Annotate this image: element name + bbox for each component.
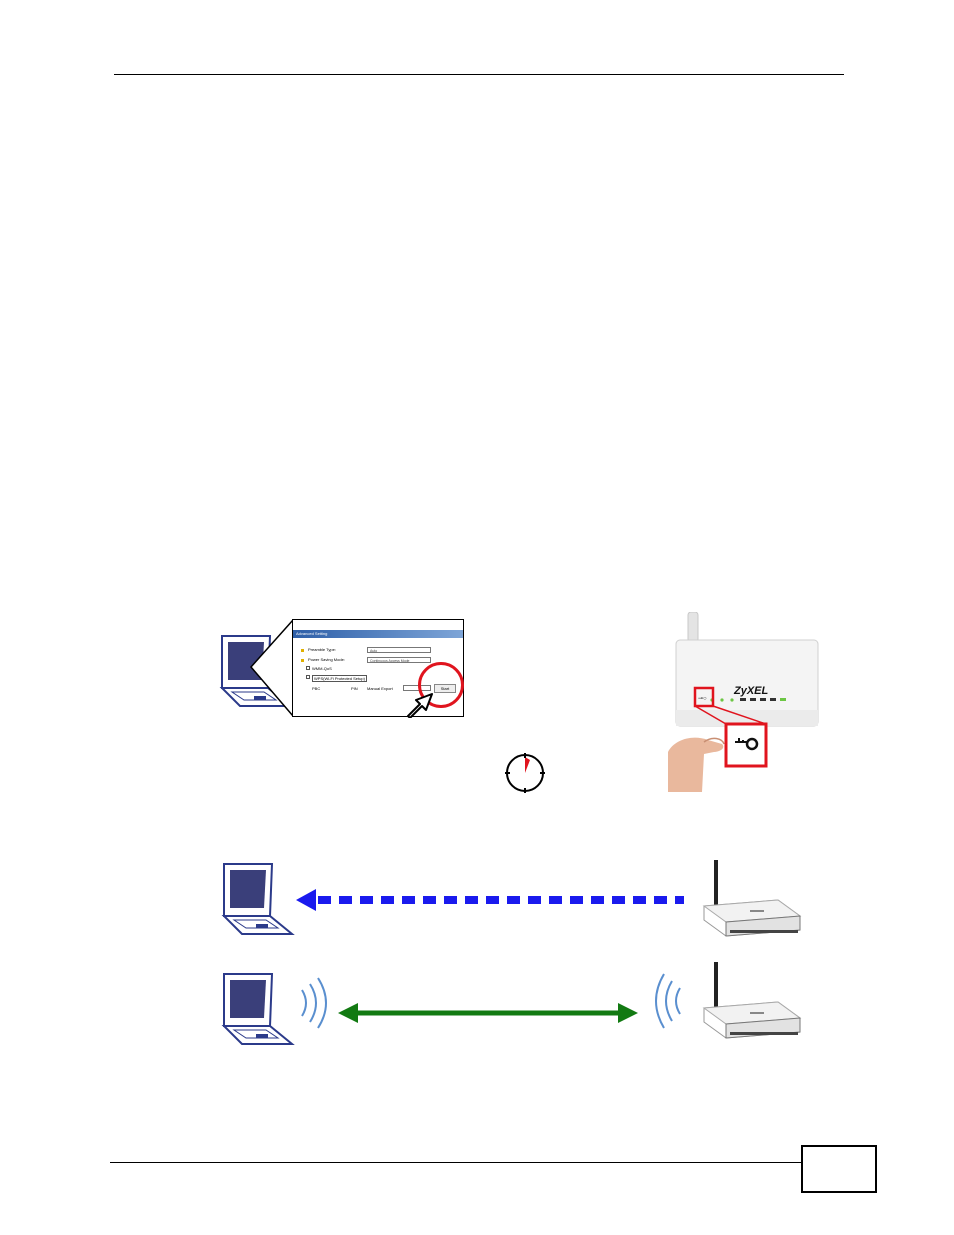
page-number-box — [801, 1145, 877, 1193]
wps-checkbox[interactable] — [306, 675, 310, 679]
pin-radio-label[interactable]: PIN — [351, 686, 358, 691]
config-transfer-arrow — [296, 889, 684, 911]
laptop-icon-middle — [221, 863, 295, 935]
svg-text:⊸○: ⊸○ — [698, 696, 707, 702]
wmm-label: WMM-QoS — [312, 666, 332, 671]
bullet-icon — [301, 659, 304, 662]
preamble-select[interactable]: Auto — [367, 647, 431, 653]
footer-rule — [110, 1162, 802, 1163]
access-point-device: ZyXEL ⊸○ — [668, 612, 819, 792]
laptop-icon-bottom — [221, 973, 295, 1045]
wireless-connection-arrow — [338, 1003, 638, 1023]
callout-wedge — [250, 619, 294, 717]
wps-label: WPS(Wi-Fi Protected Setup) — [312, 675, 367, 682]
router-icon-bottom — [702, 962, 802, 1039]
power-saving-label: Power Saving Mode: — [308, 657, 345, 662]
utility-title-bar: Advanced Setting — [293, 630, 463, 638]
wireless-waves-left-icon — [301, 977, 327, 1029]
manual-export-label: Manual Export — [367, 686, 393, 691]
timer-icon — [505, 753, 545, 793]
pointer-cursor-icon — [407, 693, 433, 718]
pbc-radio-label[interactable]: PBC — [312, 686, 321, 691]
start-button-highlight — [418, 662, 464, 708]
power-saving-select[interactable]: Continuous Access Mode — [367, 657, 431, 663]
wmm-checkbox[interactable] — [306, 666, 310, 670]
wireless-waves-right-icon — [655, 973, 681, 1029]
router-icon-middle — [702, 860, 802, 937]
router-brand-logo: ZyXEL — [733, 685, 769, 697]
header-rule — [114, 74, 844, 75]
bullet-icon — [301, 649, 304, 652]
preamble-label: Preamble Type: — [308, 647, 336, 652]
